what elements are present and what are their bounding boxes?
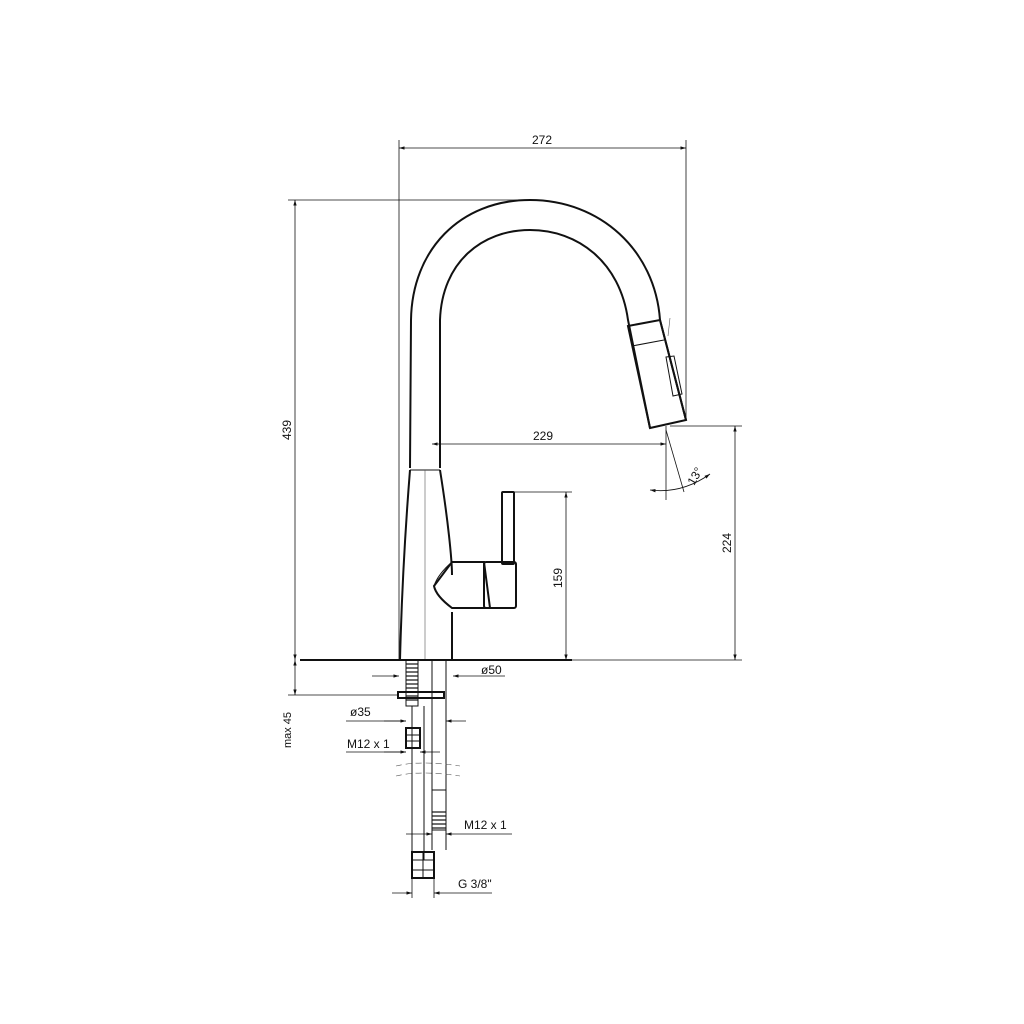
dim-439: 439 [280, 420, 294, 440]
lever-block [483, 561, 517, 609]
dimension-height-total: 439 [280, 199, 530, 660]
faucet-body [399, 469, 411, 661]
hose-nut-top [405, 727, 421, 749]
lever-handle [501, 491, 515, 565]
dim-m12-hose: M12 x 1 [464, 818, 507, 832]
dimension-width: 272 [398, 133, 687, 660]
spray-button [665, 355, 683, 397]
dimension-spout-height: 224 [572, 425, 742, 661]
faucet-outline [300, 198, 688, 661]
dim-159: 159 [551, 568, 565, 588]
dim-229: 229 [533, 429, 553, 443]
dimension-handle-height: 159 [514, 491, 572, 660]
dimension-hole-diameter: ø35 [346, 705, 466, 723]
dimension-thread-top: M12 x 1 [346, 737, 440, 754]
mounting-parts [395, 659, 461, 879]
dimension-angle: 13° [649, 429, 711, 493]
dimension-thread-hose: M12 x 1 [406, 818, 512, 836]
dimension-connection: G 3/8" [392, 877, 492, 898]
hose-thread-hatch [432, 811, 446, 829]
dim-o35: ø35 [350, 705, 371, 719]
dim-max45: max 45 [282, 712, 294, 748]
thread-hatch [406, 663, 418, 701]
dimension-reach: 229 [432, 426, 667, 500]
dim-272: 272 [532, 133, 552, 147]
dim-g38: G 3/8" [458, 877, 492, 891]
dimension-max-deck: max 45 [282, 660, 398, 748]
dimension-base-diameter: ø50 [372, 663, 505, 678]
mounting-plate [397, 691, 445, 699]
lever-housing [432, 561, 492, 609]
dim-o50: ø50 [481, 663, 502, 677]
dim-m12-top: M12 x 1 [347, 737, 390, 751]
dim-13deg: 13° [684, 465, 705, 488]
dim-224: 224 [720, 533, 734, 553]
